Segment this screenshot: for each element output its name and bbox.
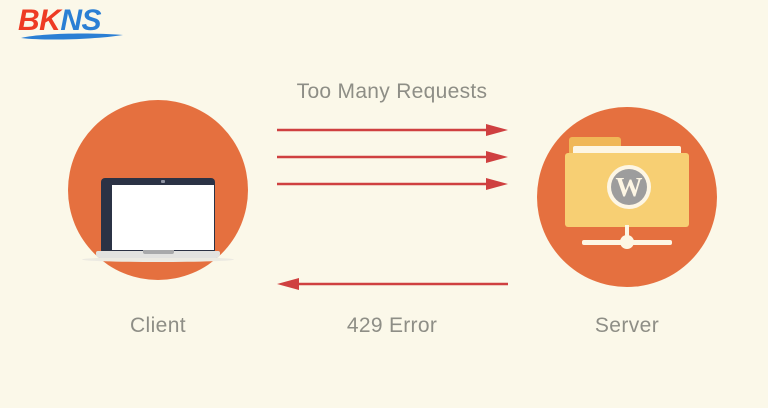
wordpress-folder-server-icon: W bbox=[563, 137, 691, 259]
laptop-camera-icon bbox=[161, 180, 165, 183]
too-many-requests-label: Too Many Requests bbox=[296, 80, 488, 103]
laptop-screen bbox=[112, 185, 214, 250]
client-label: Client bbox=[129, 314, 187, 337]
laptop-icon bbox=[82, 178, 234, 264]
server-label: Server bbox=[594, 314, 660, 337]
logo-text-bk: BK bbox=[18, 4, 61, 37]
bkns-logo: BKNS bbox=[18, 6, 148, 48]
wordpress-letter: W bbox=[615, 172, 643, 202]
error-429-label: 429 Error bbox=[346, 314, 438, 337]
network-bar bbox=[582, 240, 672, 245]
request-arrow-right-icon bbox=[277, 151, 508, 163]
network-stem bbox=[625, 225, 629, 244]
laptop-base bbox=[96, 251, 220, 258]
request-arrow-right-icon bbox=[277, 124, 508, 136]
wordpress-disc: W bbox=[611, 169, 647, 205]
laptop-bezel bbox=[101, 178, 215, 252]
logo-text-ns: NS bbox=[60, 4, 102, 37]
request-arrow-right-icon bbox=[277, 178, 508, 190]
laptop-trackpad bbox=[143, 250, 174, 254]
laptop-shadow bbox=[82, 257, 234, 262]
error-arrow-left-icon bbox=[277, 278, 508, 290]
wordpress-icon: W bbox=[607, 165, 651, 209]
logo-wordmark: BKNS bbox=[18, 4, 102, 37]
swoosh-underline-icon bbox=[21, 33, 123, 40]
